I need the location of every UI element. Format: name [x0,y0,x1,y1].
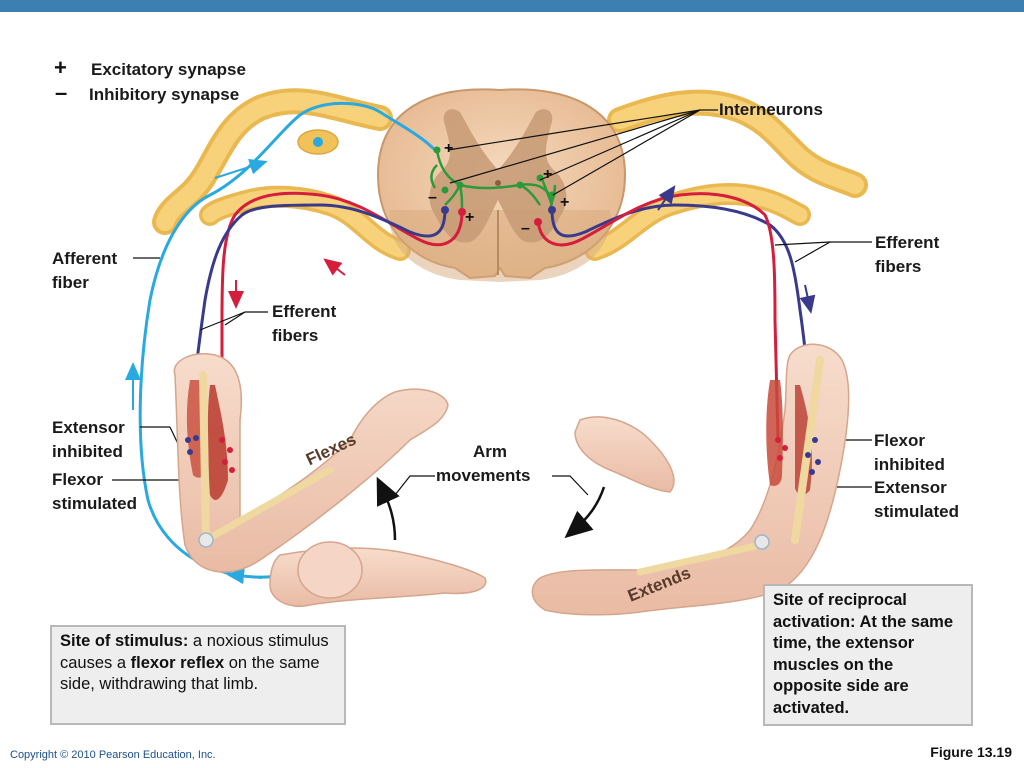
stimulus-info-box: Site of stimulus: a noxious stimulus cau… [50,625,346,725]
right-raised-hand [574,416,675,493]
stimulus-box-text2: on the same side, withdrawing that limb. [60,653,320,694]
legend-plus-symbol: + [54,55,67,80]
label-flexor-stimulated-1: Flexor [52,470,104,489]
afferent-cell-body [313,137,323,147]
label-efferent-left-1: Efferent [272,302,337,321]
spinal-cord [376,88,627,282]
figure-number: Figure 13.19 [930,744,1012,760]
label-extensor-stimulated-2: stimulated [874,502,960,521]
label-arm-movements-2: movements [436,466,531,485]
right-arm [531,343,850,616]
sign-minus-2: – [521,220,530,237]
sign-plus-2: + [543,166,553,183]
afferent-fiber [138,101,437,579]
left-flexor-muscle [207,385,228,500]
legend-minus-symbol: – [55,80,68,105]
efferent-left-pointer [199,311,268,331]
left-blue-synapses [185,435,199,455]
efferent-fiber-right-blue [550,203,817,441]
stimulus-box-title: Site of stimulus: [60,632,189,650]
label-extensor-inhibited-2: inhibited [52,442,123,461]
right-blue-synapses [805,437,821,475]
activation-info-box: Site of reciprocal activation: At the sa… [763,584,973,726]
right-flexor-muscle [766,380,783,486]
efferent-fiber-left-blue [186,203,447,441]
efferent-fiber-left-red [220,191,464,440]
grasping-hand [297,541,363,599]
label-extensor-inhibited-1: Extensor [52,418,125,437]
label-flexor-stimulated-2: stimulated [52,494,138,513]
label-flexor-inhibited-2: inhibited [874,455,945,474]
label-afferent-2: fiber [52,273,89,292]
interneuron-nodes [433,146,556,199]
label-efferent-left-2: fibers [272,326,319,345]
label-flexor-inhibited-1: Flexor [874,431,926,450]
sign-plus-4: + [465,209,475,226]
left-red-synapses [219,437,235,473]
stimulus-box-text1: a noxious stimulus causes a [60,632,329,672]
sign-plus-1: + [444,140,454,157]
sign-plus-3: + [560,194,570,211]
label-interneurons: Interneurons [719,100,823,119]
label-extensor-stimulated-1: Extensor [874,478,947,497]
left-arm [173,353,487,607]
label-efferent-right-2: fibers [875,257,922,276]
sign-minus-1: – [428,189,437,206]
right-red-synapses [775,437,788,461]
label-arm-movements-1: Arm [473,442,508,461]
nerve-right [584,89,868,261]
legend-inhibitory-label: Inhibitory synapse [89,85,240,104]
activation-box-text: At the same time, the extensor muscles o… [773,612,954,717]
nerve-left [152,88,411,261]
efferent-right-pointer [774,241,872,263]
label-efferent-right-1: Efferent [875,233,940,252]
activation-box-title: Site of reciprocal activation: [773,591,907,631]
top-bar [0,0,1024,12]
reflex-diagram [112,88,872,616]
label-afferent-1: Afferent [52,249,118,268]
stimulus-box-bold: flexor reflex [130,653,225,672]
legend-excitatory-label: Excitatory synapse [91,60,246,79]
interneurons-pointer [447,109,718,196]
copyright-text: Copyright © 2010 Pearson Education, Inc. [10,749,216,761]
efferent-fiber-right-red [536,192,780,441]
